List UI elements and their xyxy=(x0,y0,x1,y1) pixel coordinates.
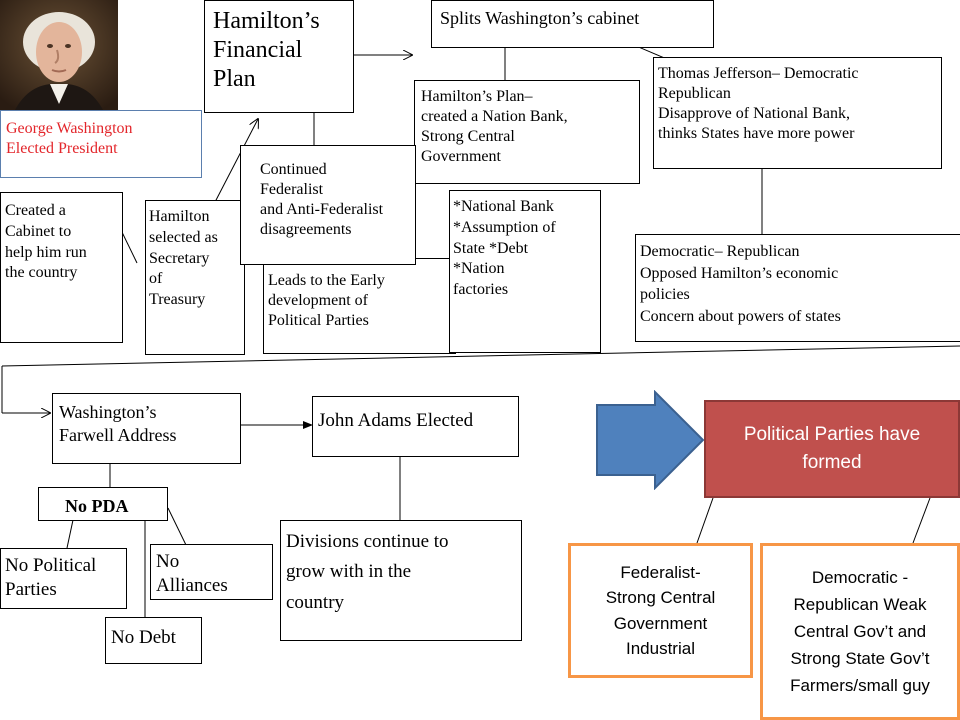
big-blue-arrow xyxy=(596,390,705,490)
divisions-continue-box: Divisions continue to grow with in the c… xyxy=(280,520,522,641)
splits-cabinet-box: Splits Washington’s cabinet xyxy=(431,0,714,48)
farewell-address-box: Washington’s Farwell Address xyxy=(52,393,241,464)
no-pda-box: No PDA xyxy=(38,487,168,521)
no-political-parties-box: No Political Parties xyxy=(0,548,127,609)
democratic-republican-box: Democratic– Republican Opposed Hamilton’… xyxy=(635,234,960,342)
jefferson-box: Thomas Jefferson– Democratic Republican … xyxy=(653,57,942,169)
national-bank-box: *National Bank *Assumption of State *Deb… xyxy=(449,190,601,353)
political-parties-formed-box: Political Parties have formed xyxy=(704,400,960,498)
democratic-republican-weak-box: Democratic - Republican Weak Central Gov… xyxy=(760,543,960,720)
federalist-box: Federalist- Strong Central Government In… xyxy=(568,543,753,678)
hamilton-financial-plan-box: Hamilton’s Financial Plan xyxy=(204,0,354,113)
continued-disagreements-box: Continued Federalist and Anti-Federalist… xyxy=(240,145,416,265)
no-alliances-box: No Alliances xyxy=(150,544,273,600)
early-development-box: Leads to the Early development of Politi… xyxy=(263,258,456,354)
no-debt-box: No Debt xyxy=(105,617,202,664)
hamilton-plan-box: Hamilton’s Plan– created a Nation Bank, … xyxy=(414,80,640,184)
secretary-treasury-box: Hamilton selected as Secretary of Treasu… xyxy=(145,200,245,355)
washington-elected-caption: George Washington Elected President xyxy=(0,110,202,178)
george-washington-portrait xyxy=(0,0,118,110)
john-adams-elected-box: John Adams Elected xyxy=(312,396,519,457)
created-cabinet-box: Created a Cabinet to help him run the co… xyxy=(0,192,123,343)
